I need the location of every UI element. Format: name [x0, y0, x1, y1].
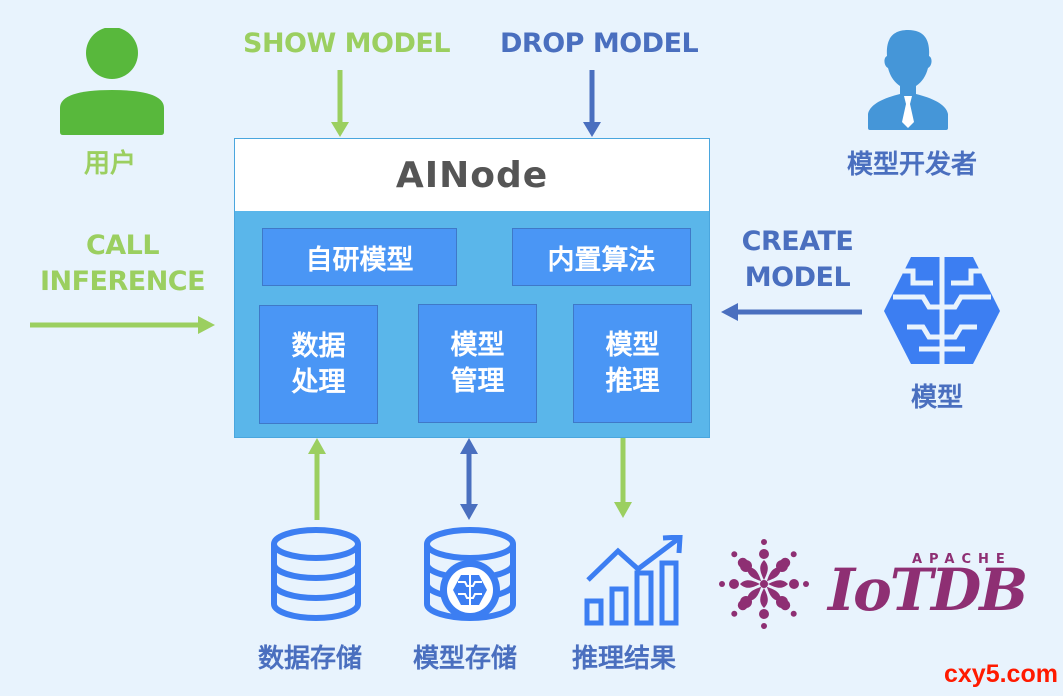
model-label: 模型: [911, 383, 964, 413]
module-model-management: 模型 管理: [418, 304, 537, 423]
iotdb-logo-icon: [719, 539, 809, 629]
database-icon: [271, 527, 361, 622]
developer-label: 模型开发者: [847, 150, 978, 180]
growth-chart-icon: [584, 535, 683, 626]
small-brain-icon: [453, 575, 487, 605]
user-icon: [60, 28, 164, 135]
developer-icon: [868, 30, 948, 130]
call-inference-line1: CALL: [85, 230, 160, 261]
module-model-inference-line2: 推理: [605, 365, 660, 397]
user-label: 用户: [84, 149, 137, 179]
create-model-line2: MODEL: [744, 262, 851, 293]
brain-icon: [884, 257, 1000, 364]
call-inference-arrow: [30, 316, 215, 334]
module-data-processing: 数据 处理: [259, 305, 378, 424]
create-model-line1: CREATE: [741, 226, 854, 257]
data-storage-arrow: [308, 438, 326, 520]
module-data-processing-line2: 处理: [291, 366, 346, 398]
module-model-inference-line1: 模型: [605, 329, 660, 361]
module-builtin-algorithms: 内置算法: [512, 228, 691, 286]
ainode-container: AINode 自研模型 内置算法 数据 处理 模型 管理 模型 推理: [234, 138, 710, 438]
model-storage-label: 模型存储: [413, 644, 518, 674]
module-model-management-line2: 管理: [450, 365, 505, 397]
create-model-arrow: [721, 303, 862, 321]
model-database-icon: [424, 527, 516, 622]
module-self-developed-models: 自研模型: [262, 228, 457, 286]
watermark: cxy5.com: [944, 660, 1058, 688]
show-model-arrow: [331, 70, 349, 137]
drop-model-label: DROP MODEL: [500, 28, 699, 59]
logo-apache-text: APACHE: [912, 552, 1012, 567]
create-model-label: CREATE MODEL: [735, 224, 860, 296]
logo-iotdb-text: IoTDB: [828, 556, 1028, 624]
module-data-processing-line1: 数据: [291, 330, 346, 362]
call-inference-line2: INFERENCE: [39, 266, 206, 297]
inference-result-label: 推理结果: [572, 644, 677, 674]
ainode-header: AINode: [235, 139, 709, 212]
ainode-title: AINode: [395, 154, 549, 196]
call-inference-label: CALL INFERENCE: [30, 228, 215, 300]
module-model-management-line1: 模型: [450, 329, 505, 361]
show-model-label: SHOW MODEL: [243, 28, 451, 59]
drop-model-arrow: [583, 70, 601, 137]
data-storage-label: 数据存储: [258, 644, 363, 674]
model-storage-arrow: [460, 438, 478, 520]
inference-result-arrow: [614, 438, 632, 518]
module-model-inference: 模型 推理: [573, 304, 692, 423]
